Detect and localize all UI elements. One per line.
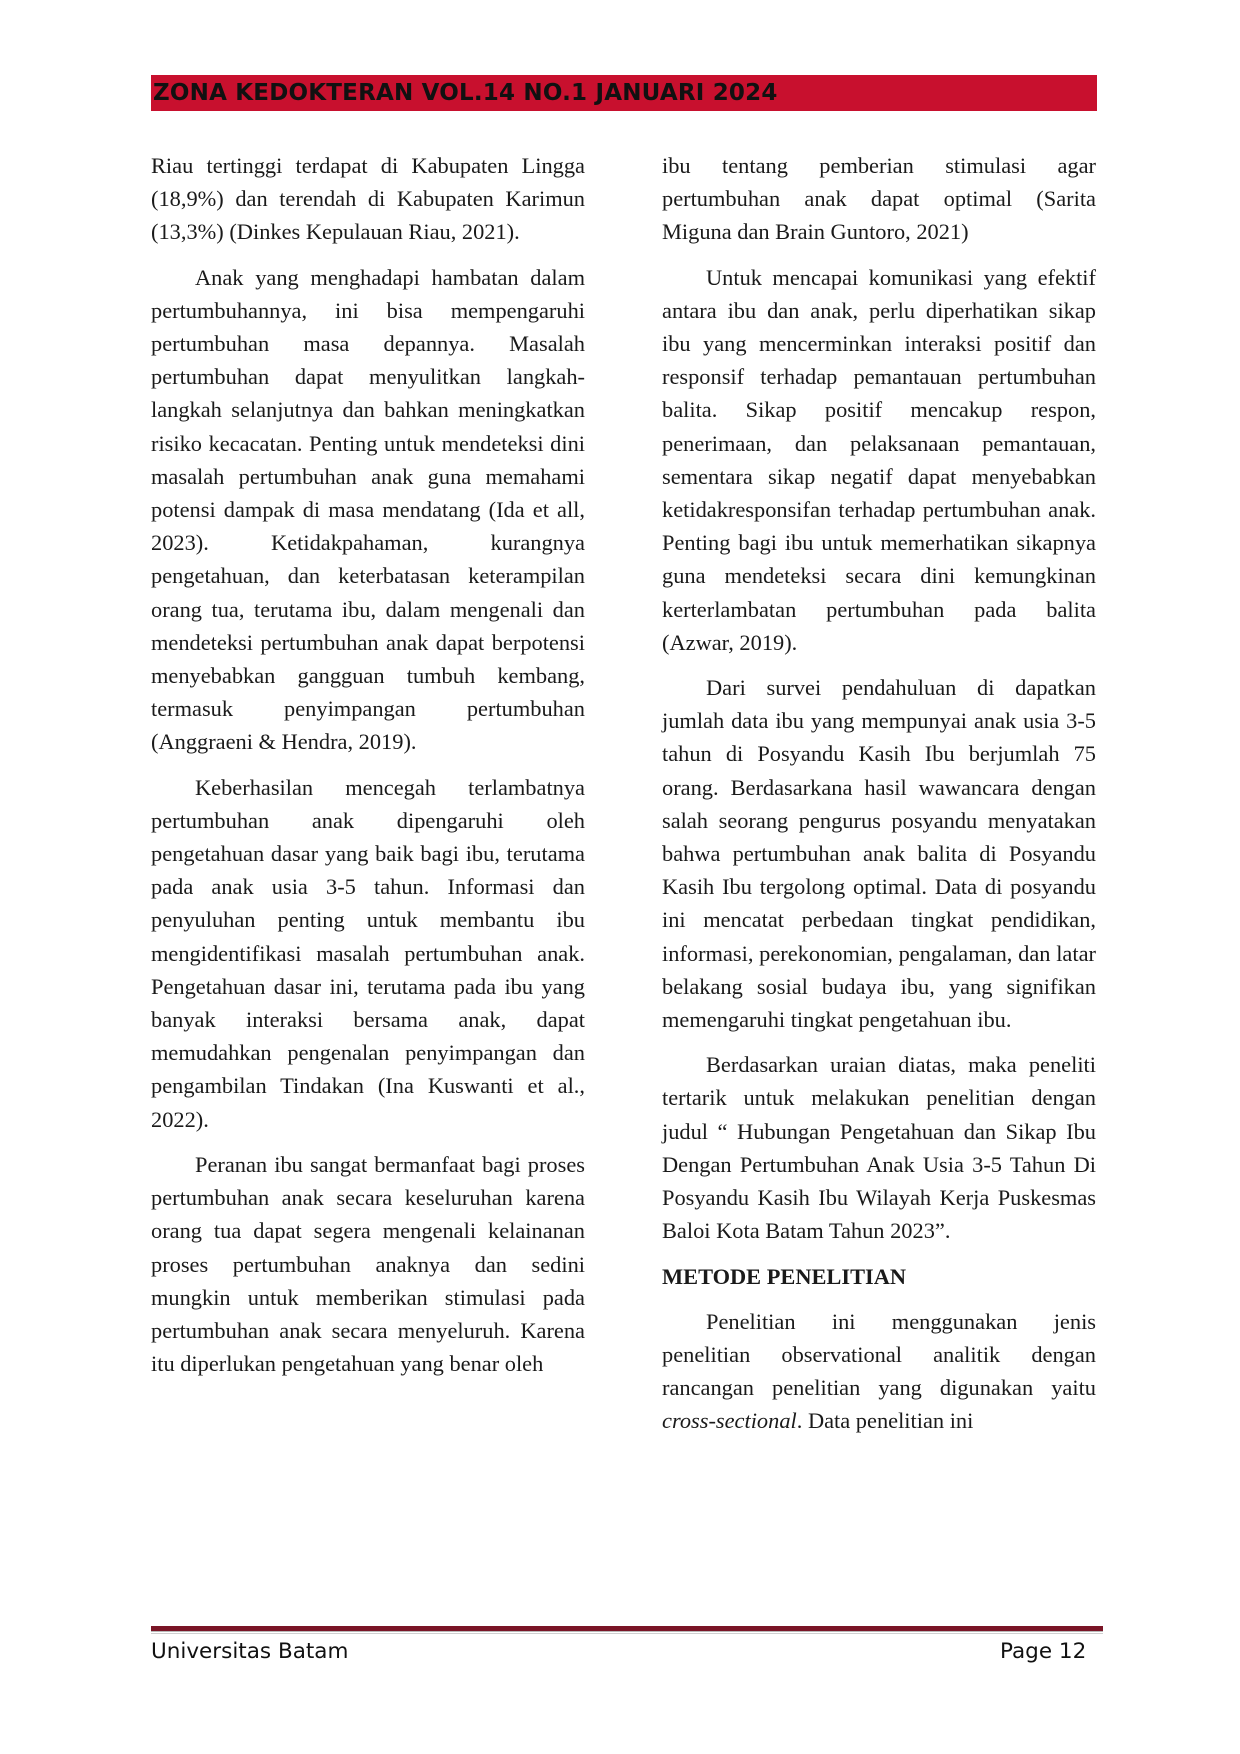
section-heading-methods: METODE PENELITIAN — [662, 1263, 907, 1289]
paragraph-stimulation: ibu tentang pemberian stimulasi agar per… — [662, 153, 1096, 245]
methods-text-after: . Data penelitian ini — [796, 1408, 974, 1434]
journal-header-bar: ZONA KEDOKTERAN VOL.14 NO.1 JANUARI 2024 — [151, 75, 1097, 111]
paragraph-research-title: Berdasarkan uraian diatas, maka peneliti… — [662, 1052, 1096, 1244]
paragraph-mother-role: Peranan ibu sangat bermanfaat bagi prose… — [151, 1151, 585, 1377]
footer-divider-shadow — [151, 1633, 1103, 1634]
paragraph-continued: Riau tertinggi terdapat di Kabupaten Lin… — [151, 153, 585, 245]
right-column: ibu tentang pemberian stimulasi agar per… — [662, 149, 1096, 1450]
paragraph-communication: Untuk mencapai komunikasi yang efektif a… — [662, 264, 1096, 655]
paragraph-preliminary-survey: Dari survei pendahuluan di dapatkan juml… — [662, 675, 1096, 1033]
methods-design-italic: cross-sectional — [662, 1408, 797, 1434]
footer-divider — [151, 1626, 1103, 1632]
left-column: Riau tertinggi terdapat di Kabupaten Lin… — [151, 149, 585, 1392]
journal-title: ZONA KEDOKTERAN VOL.14 NO.1 JANUARI 2024 — [153, 80, 778, 106]
methods-text-before: Penelitian ini menggunakan jenis penelit… — [662, 1308, 1096, 1401]
paragraph-methods: Penelitian ini menggunakan jenis penelit… — [662, 1305, 1096, 1438]
footer-institution: Universitas Batam — [151, 1639, 349, 1664]
paragraph-growth-barriers: Anak yang menghadapi hambatan dalam pert… — [151, 264, 585, 755]
footer-page-number: Page 12 — [1000, 1639, 1087, 1664]
paragraph-prevention-success: Keberhasilan mencegah terlambatnya pertu… — [151, 774, 585, 1132]
